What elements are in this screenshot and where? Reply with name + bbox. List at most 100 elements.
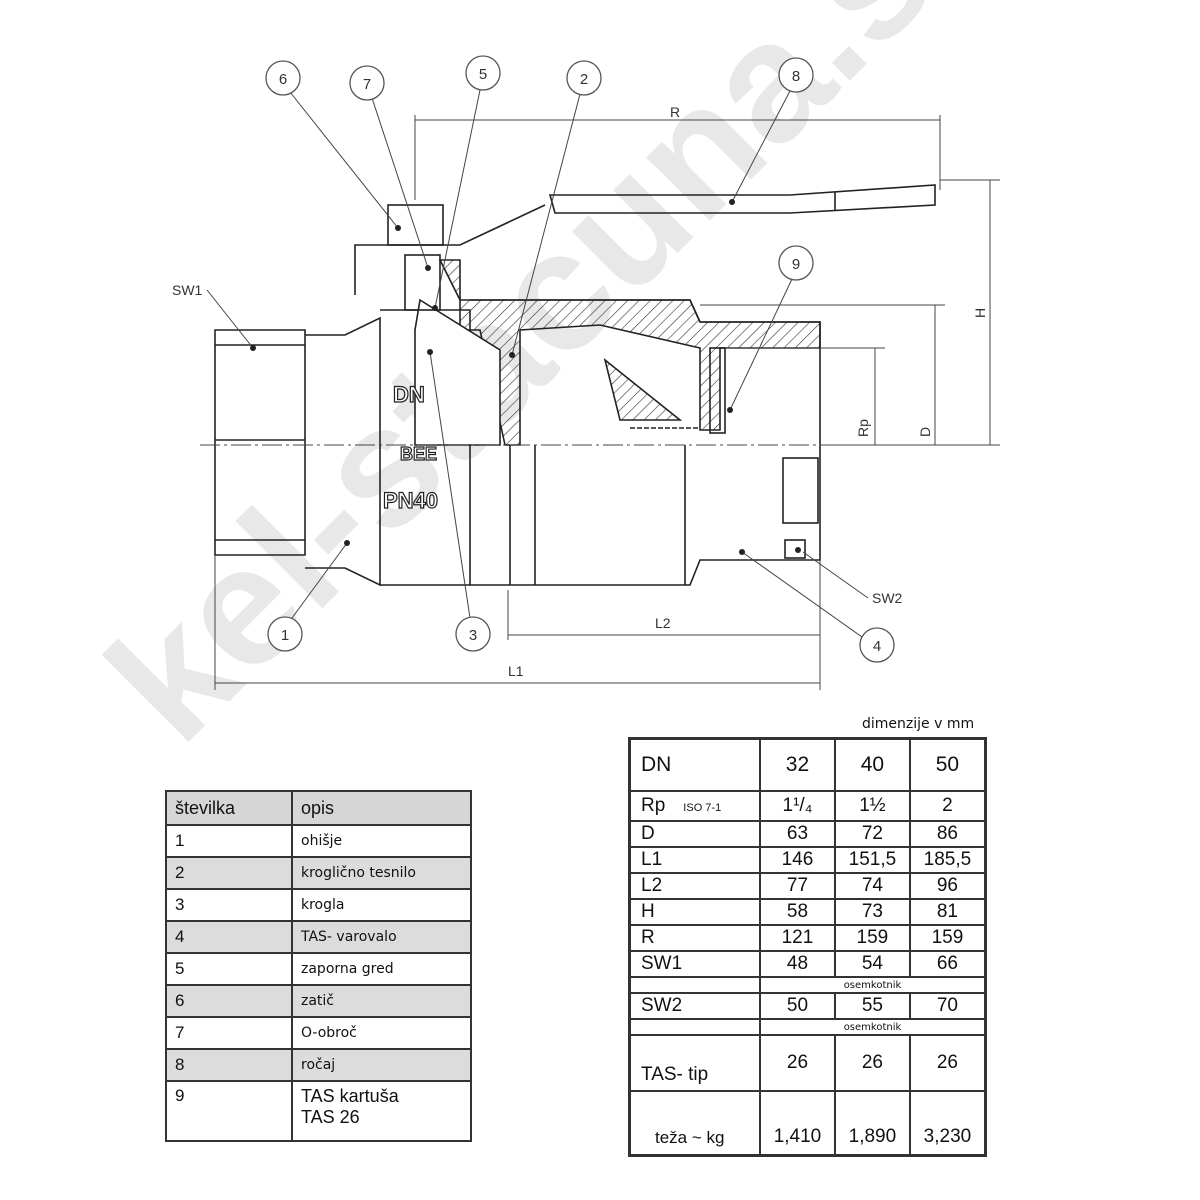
marking-dn: DN: [393, 382, 425, 407]
row-label: D: [628, 820, 761, 848]
sw2-note: osemkotnik: [759, 1018, 987, 1036]
cell: 159: [833, 924, 911, 952]
callout-7: 7: [363, 76, 371, 93]
part-number: 6: [165, 984, 293, 1018]
row-label: R: [628, 924, 761, 952]
cell: 77: [759, 872, 836, 900]
part-desc-line1: TAS kartuša: [301, 1086, 399, 1106]
callout-6: 6: [279, 71, 287, 88]
cell: 1,410: [759, 1090, 836, 1157]
row-label: L1: [628, 846, 761, 874]
rp-label: Rp: [641, 795, 666, 816]
cell: 3,230: [908, 1090, 987, 1157]
callout-9: 9: [792, 256, 800, 273]
callout-2: 2: [580, 71, 588, 88]
table-row: osemkotnik: [628, 1018, 987, 1036]
cell: 72: [833, 820, 911, 848]
label-h: H: [972, 308, 988, 318]
row-label: H: [628, 898, 761, 926]
part-number: 1: [165, 824, 293, 858]
part-desc: TAS- varovalo: [291, 920, 472, 954]
cell: 185,5: [908, 846, 987, 874]
part-number: 5: [165, 952, 293, 986]
callout-3: 3: [469, 627, 477, 644]
part-number: 2: [165, 856, 293, 890]
cell: 63: [759, 820, 836, 848]
leader-dots: [250, 199, 801, 555]
table-row: osemkotnik: [628, 976, 987, 994]
part-number: 3: [165, 888, 293, 922]
part-number: 9: [165, 1080, 293, 1142]
callout-8: 8: [792, 68, 800, 85]
part-desc: ročaj: [291, 1048, 472, 1082]
cell: 74: [833, 872, 911, 900]
marking-pn40: PN40: [383, 488, 438, 513]
cell: 55: [833, 992, 911, 1020]
cell: 26: [908, 1034, 987, 1092]
rp-note: ISO 7-1: [683, 802, 722, 814]
empty-cell: [628, 1018, 761, 1036]
callout-5: 5: [479, 66, 487, 83]
marking-logo: BEE: [400, 444, 437, 464]
empty-cell: [628, 976, 761, 994]
part-desc: krogla: [291, 888, 472, 922]
label-l2: L2: [655, 615, 671, 631]
cell: 32: [759, 737, 836, 792]
part-desc: zaporna gred: [291, 952, 472, 986]
row-label: SW2: [628, 992, 761, 1020]
cell: 159: [908, 924, 987, 952]
part-desc: kroglično tesnilo: [291, 856, 472, 890]
row-label: DN: [628, 737, 761, 792]
cell: 48: [759, 950, 836, 978]
cell: 2: [908, 790, 987, 822]
cell: 66: [908, 950, 987, 978]
cell: 86: [908, 820, 987, 848]
cell: 26: [759, 1034, 836, 1092]
cell: 1,890: [833, 1090, 911, 1157]
cell: 151,5: [833, 846, 911, 874]
cell: 70: [908, 992, 987, 1020]
part-number: 4: [165, 920, 293, 954]
part-desc: zatič: [291, 984, 472, 1018]
label-l1: L1: [508, 663, 524, 679]
cell: 50: [908, 737, 987, 792]
label-sw2: SW2: [872, 590, 903, 606]
part-number: 7: [165, 1016, 293, 1050]
sw1-note: osemkotnik: [759, 976, 987, 994]
part-desc-line2: TAS 26: [301, 1107, 360, 1127]
label-rp: Rp: [855, 419, 871, 437]
header-number: številka: [165, 790, 293, 826]
part-desc: O-obroč: [291, 1016, 472, 1050]
label-r: R: [670, 104, 680, 120]
row-label: Rp ISO 7-1: [628, 790, 761, 822]
callout-1: 1: [281, 627, 289, 644]
part-desc: ohišje: [291, 824, 472, 858]
row-label: SW1: [628, 950, 761, 978]
dimension-lines: [206, 89, 1000, 690]
part-number: 8: [165, 1048, 293, 1082]
label-sw1: SW1: [172, 282, 203, 298]
cell: 50: [759, 992, 836, 1020]
cell: 73: [833, 898, 911, 926]
cell: 54: [833, 950, 911, 978]
cell: 121: [759, 924, 836, 952]
cell: 81: [908, 898, 987, 926]
cell: 40: [833, 737, 911, 792]
